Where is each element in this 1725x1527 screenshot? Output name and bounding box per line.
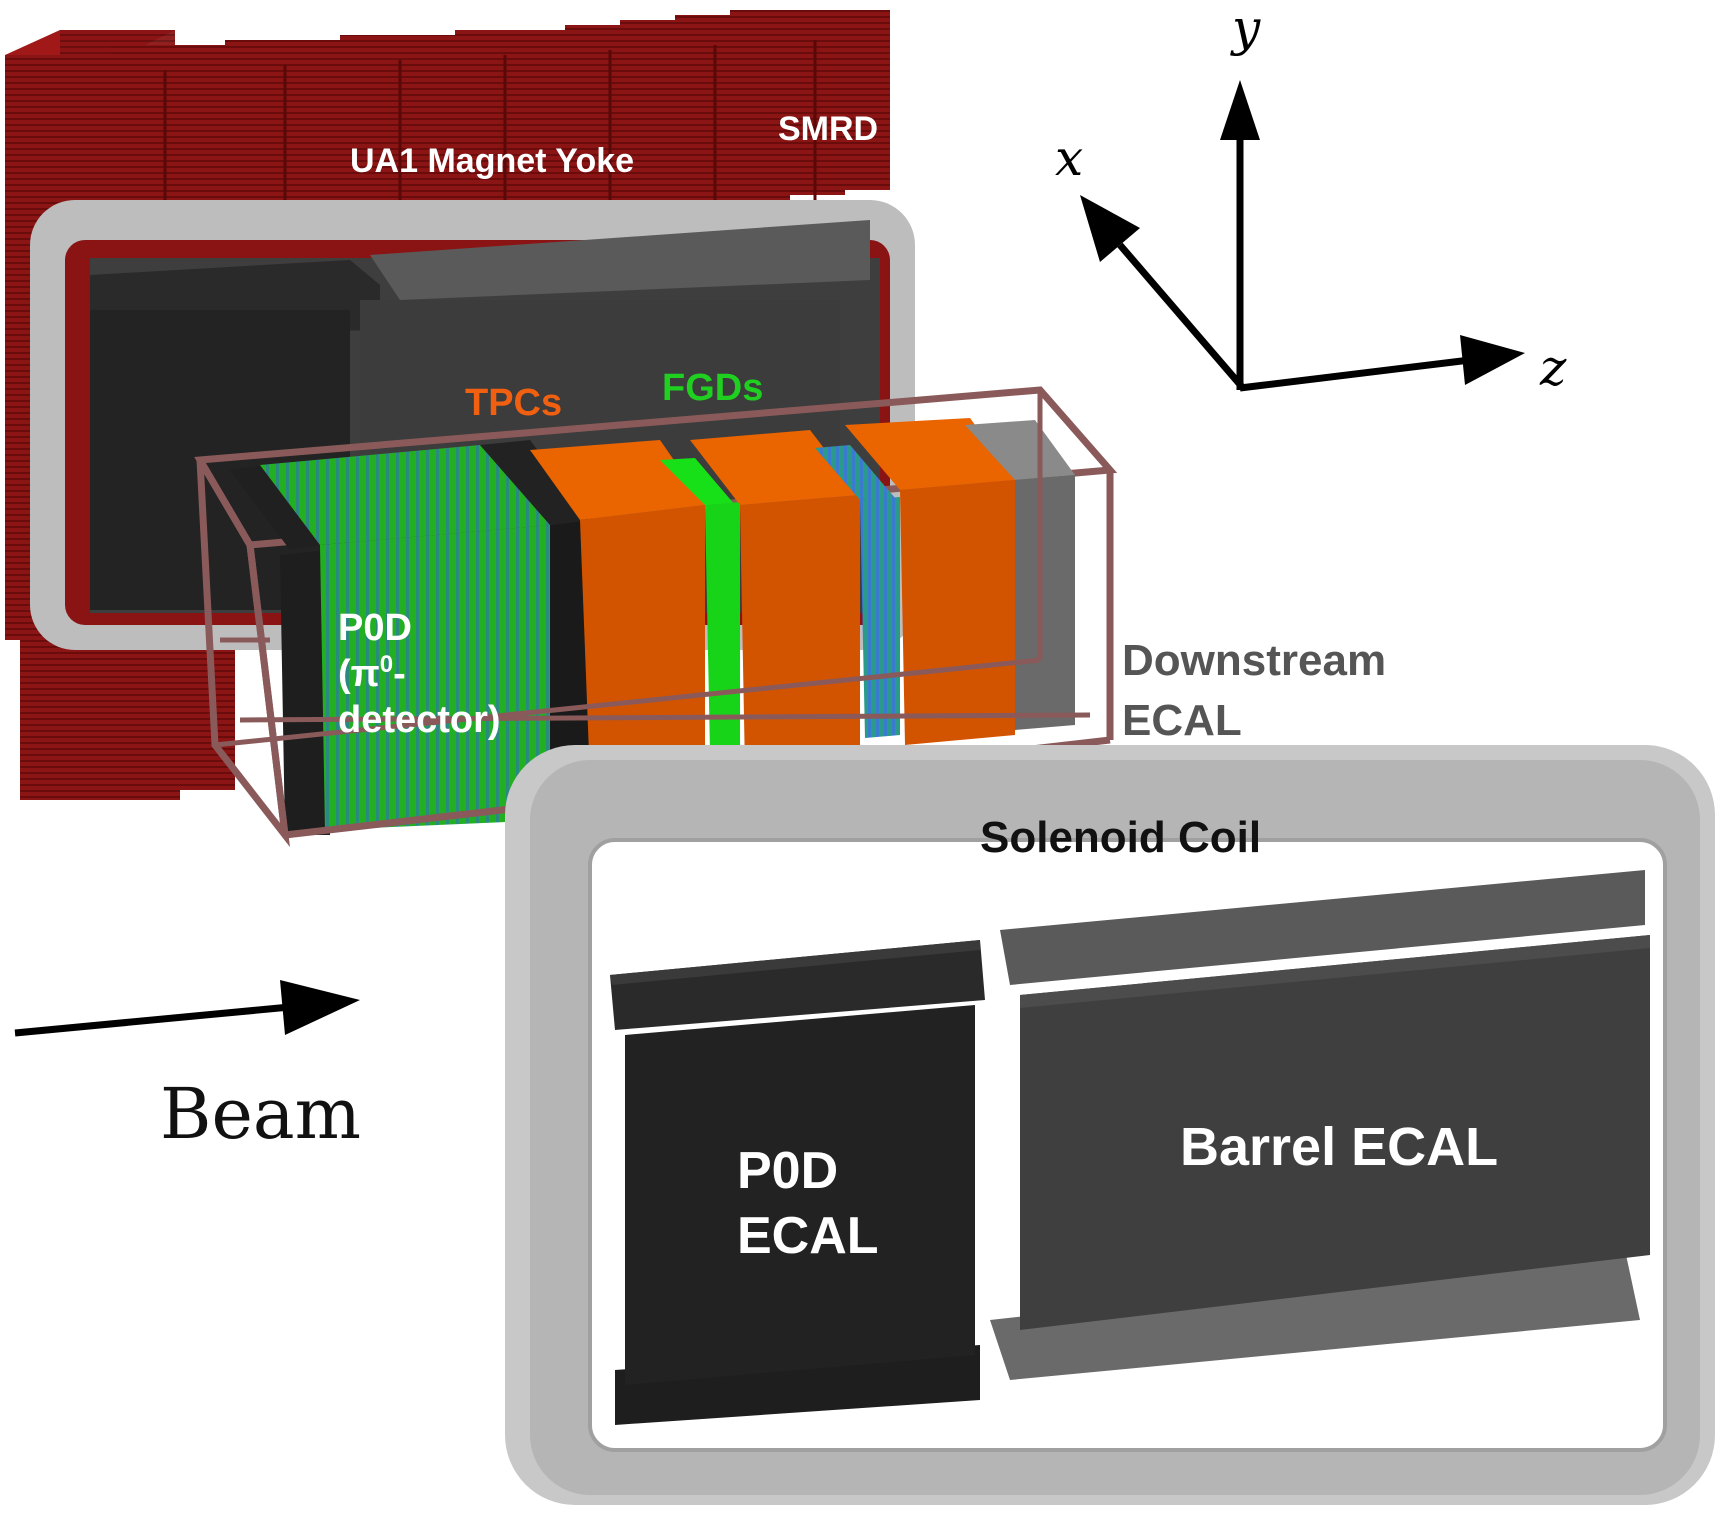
- p0d-ecal-top-face: [610, 940, 980, 985]
- tpcs-label: TPCs: [465, 382, 562, 424]
- fgd-1-front: [705, 502, 740, 752]
- beam-arrow: [14, 1003, 291, 1037]
- x-axis-label: x: [1055, 129, 1083, 187]
- p0d-side: [230, 465, 320, 550]
- p0d-end-slab: [480, 440, 590, 525]
- fgds-label: FGDs: [662, 367, 763, 409]
- beam-indicator: Beam: [14, 980, 361, 1155]
- beam-arrow-head: [280, 980, 360, 1035]
- z-axis-line: [1239, 356, 1471, 392]
- barrel-ecal-body-top: [1020, 935, 1650, 1008]
- p0d-front-dark: [280, 550, 330, 835]
- p0d-ecal-label-2: ECAL: [737, 1207, 879, 1265]
- p0d-ecal-label-1: P0D: [737, 1142, 838, 1200]
- z-axis-label: z: [1539, 339, 1567, 397]
- tpc-3-top: [845, 418, 1015, 490]
- smrd-label: SMRD: [778, 110, 878, 148]
- beam-label: Beam: [160, 1073, 361, 1155]
- solenoid-label: Solenoid Coil: [980, 813, 1261, 862]
- z-axis-arrow-head: [1460, 335, 1525, 385]
- p0d-label: P0D: [338, 607, 412, 649]
- p0d-top: [260, 445, 550, 545]
- p0d-front: [320, 525, 550, 830]
- back-barrel-ecal-block: [370, 220, 870, 300]
- p0d-ecal-body: [625, 1005, 975, 1385]
- downstream-ecal-label-1: Downstream: [1122, 636, 1386, 685]
- p0d-label-line3: detector): [338, 699, 501, 741]
- fgd-1-top: [660, 458, 735, 505]
- x-axis-arrow-head: [1080, 195, 1140, 262]
- front-solenoid-coil: Solenoid Coil P0D ECAL Barrel ECAL: [505, 745, 1715, 1505]
- p0d-ecal-top: [610, 940, 985, 1030]
- y-axis-label: y: [1230, 0, 1261, 57]
- yoke-upper-block: [785, 10, 890, 190]
- barrel-ecal-bottom-ledge: [990, 1250, 1640, 1380]
- tpc-1-front: [580, 505, 705, 780]
- barrel-ecal-body: [1020, 935, 1650, 1330]
- tpc-3-front: [900, 480, 1015, 745]
- y-axis-arrow-head: [1220, 80, 1260, 140]
- barrel-ecal-label: Barrel ECAL: [1180, 1117, 1498, 1177]
- downstream-ecal-top: [965, 420, 1075, 480]
- tpc-2-front: [740, 495, 860, 770]
- downstream-ecal-front: [1015, 475, 1075, 730]
- barrel-ecal-top-ledge: [1000, 870, 1645, 985]
- fgd-2-front: [860, 497, 900, 738]
- x-axis-line: [1117, 242, 1246, 391]
- yoke-label: UA1 Magnet Yoke: [350, 142, 634, 180]
- downstream-ecal-label-2: ECAL: [1122, 696, 1242, 745]
- p0d-label-line2: (π0-: [338, 651, 406, 695]
- fgd-2-top: [815, 445, 895, 500]
- coordinate-axes: y x z: [1055, 0, 1567, 397]
